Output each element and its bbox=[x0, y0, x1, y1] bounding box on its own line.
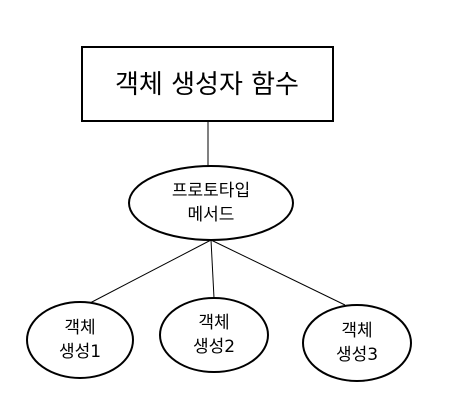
prototype-node: 프로토타입 메서드 bbox=[128, 165, 294, 241]
constructor-box bbox=[81, 46, 334, 122]
connector-prototype-object2 bbox=[210, 239, 215, 299]
object-2-label-line2: 생성2 bbox=[193, 337, 235, 357]
object-2-label-line1: 객체 bbox=[198, 313, 229, 333]
constructor-label: 객체 생성자 함수 bbox=[115, 70, 299, 100]
prototype-label-line1: 프로토타입 bbox=[172, 181, 250, 201]
prototype-ellipse bbox=[128, 165, 294, 241]
object-ellipse-1 bbox=[26, 301, 134, 379]
object-ellipse-3 bbox=[302, 304, 412, 382]
connector-prototype-object1 bbox=[89, 239, 212, 304]
constructor-node: 객체 생성자 함수 bbox=[81, 46, 334, 122]
object-3-label-line1: 객체 bbox=[341, 321, 372, 341]
connector-prototype-object3 bbox=[210, 239, 346, 306]
object-node-2: 객체 생성2 bbox=[159, 297, 269, 373]
prototype-label-line2: 메서드 bbox=[188, 205, 235, 225]
object-1-label-line2: 생성1 bbox=[59, 342, 101, 362]
object-node-1: 객체 생성1 bbox=[26, 301, 134, 379]
object-3-label-line2: 생성3 bbox=[336, 345, 378, 365]
object-1-label-line1: 객체 bbox=[64, 318, 95, 338]
object-ellipse-2 bbox=[159, 297, 269, 373]
object-node-3: 객체 생성3 bbox=[302, 304, 412, 382]
